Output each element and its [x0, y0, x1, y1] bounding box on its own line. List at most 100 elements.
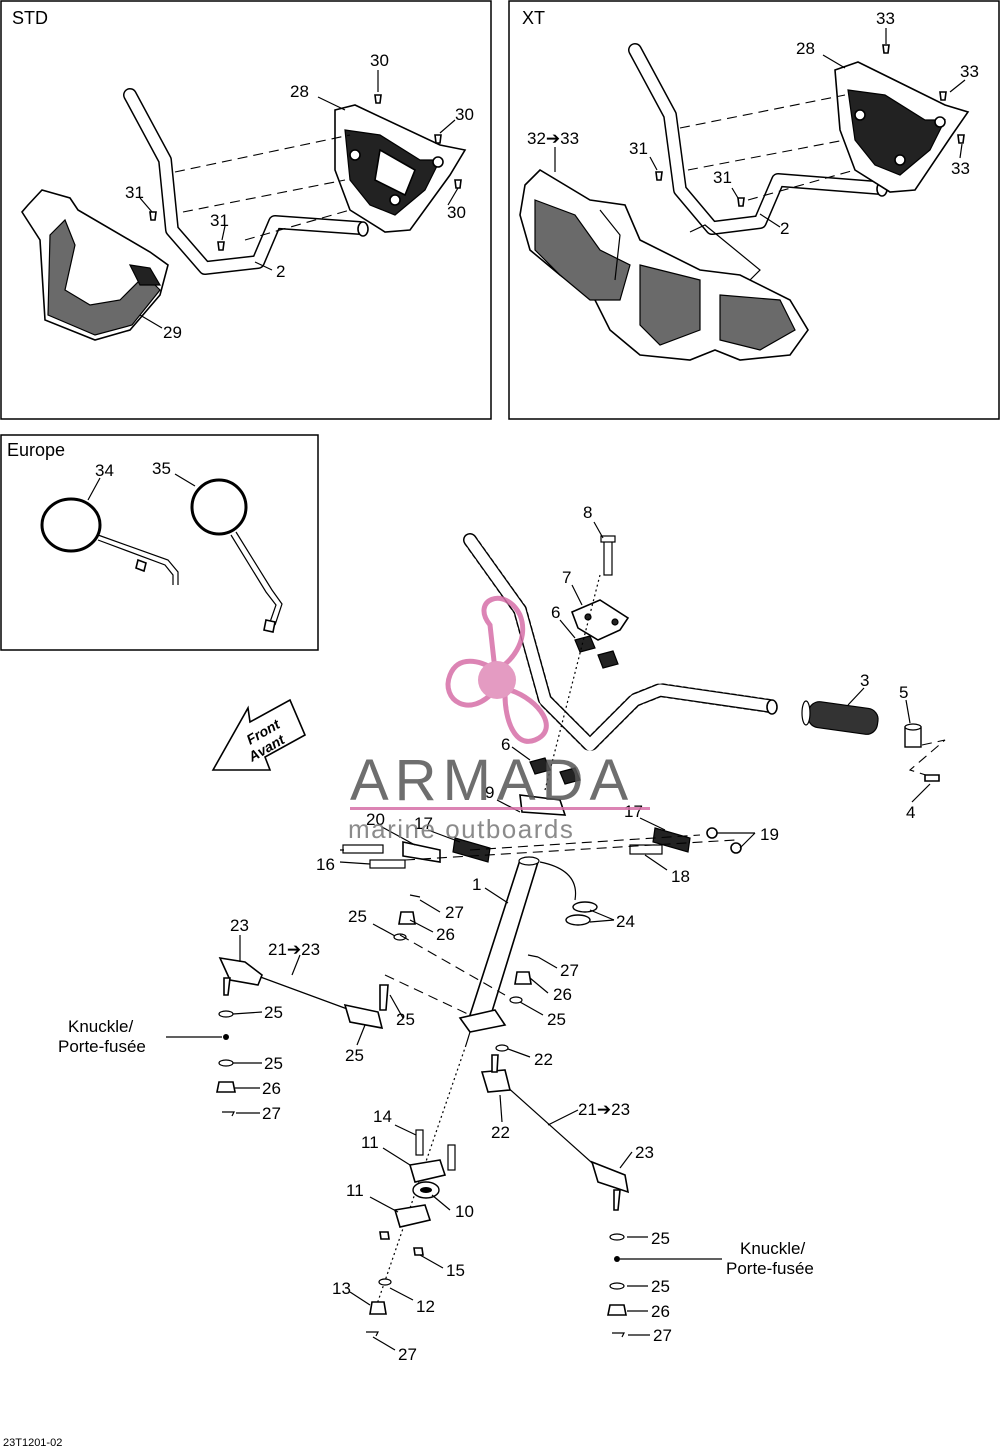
- callout: 6: [551, 603, 560, 622]
- callout: 19: [760, 825, 779, 844]
- grip: [801, 700, 879, 735]
- xt-leaders: [554, 28, 966, 228]
- callout: 23: [635, 1143, 654, 1162]
- callout: 33: [951, 159, 970, 178]
- callout: 17: [414, 814, 433, 833]
- callout: 31: [713, 168, 732, 187]
- mirror-right: [190, 478, 283, 633]
- xt-panel: XT: [508, 0, 1000, 420]
- knuckle-text: Knuckle/: [68, 1017, 133, 1036]
- callout: 29: [163, 323, 182, 342]
- callout: 27: [653, 1326, 672, 1345]
- leader: [539, 861, 577, 901]
- bushing-ring: [565, 914, 591, 926]
- callout: 28: [290, 82, 309, 101]
- callout: 3: [860, 671, 869, 690]
- bar-end-screw: [924, 774, 940, 782]
- callout: 33: [876, 9, 895, 28]
- xt-alignment-lines: [679, 94, 856, 281]
- std-leaders: [139, 70, 459, 329]
- callout: 26: [651, 1302, 670, 1321]
- callout: 26: [436, 925, 455, 944]
- alignment-line: [399, 934, 506, 996]
- watermark-tagline: marine outboards: [348, 814, 574, 844]
- callout: 8: [583, 503, 592, 522]
- std-hand-guard: [334, 104, 467, 233]
- callout: 27: [398, 1345, 417, 1364]
- std-screws: [149, 94, 462, 251]
- knuckle-text: Porte-fusée: [726, 1259, 814, 1278]
- callout: 34: [95, 461, 114, 480]
- xt-panel-title: XT: [522, 8, 545, 28]
- europe-panel: Europe 34 35: [0, 434, 319, 651]
- knuckle-label-left: Knuckle/ Porte-fusée: [58, 1017, 222, 1056]
- callout: 14: [373, 1107, 392, 1126]
- callout: 27: [445, 903, 464, 922]
- callout: 15: [446, 1261, 465, 1280]
- callout: 35: [152, 459, 171, 478]
- callout: 6: [501, 735, 510, 754]
- callout: 10: [455, 1202, 474, 1221]
- callout: 33: [960, 62, 979, 81]
- callout: 25: [547, 1010, 566, 1029]
- callout: 2: [780, 219, 789, 238]
- bearing-stack: [366, 1044, 467, 1337]
- xt-callouts: 33 28 33 32➔33 31 31 33 2: [527, 9, 979, 238]
- callout: 5: [899, 683, 908, 702]
- callout: 21➔23: [578, 1100, 630, 1119]
- callout: 25: [345, 1046, 364, 1065]
- mirror-left: [40, 497, 179, 585]
- callout: 20: [366, 810, 385, 829]
- clamp-half: [597, 650, 619, 669]
- callout: 27: [262, 1104, 281, 1123]
- bolt: [600, 535, 616, 576]
- support-brackets: [342, 827, 742, 869]
- leader: [174, 473, 196, 487]
- figure-id: 23T1201-02: [3, 1437, 62, 1449]
- callout: 12: [416, 1297, 435, 1316]
- callout: 28: [796, 39, 815, 58]
- callout: 2: [276, 262, 285, 281]
- steering-column: [458, 574, 601, 1046]
- watermark-brand: ARMADA: [350, 748, 634, 813]
- right-tie-rod: [480, 1054, 630, 1211]
- main-callouts: 8 7 6 3 5 6 4 9 17 20 17 19 16 18 1 27 2…: [230, 503, 915, 1364]
- callout: 7: [562, 568, 571, 587]
- std-callouts: 30 28 30 31 31 2 30 29: [125, 51, 474, 342]
- std-alignment-lines: [174, 134, 351, 241]
- europe-panel-title: Europe: [7, 440, 65, 460]
- callout: 25: [264, 1003, 283, 1022]
- knuckle-label-right: Knuckle/ Porte-fusée: [620, 1239, 814, 1278]
- callout: 22: [534, 1050, 553, 1069]
- xt-cover: [519, 168, 809, 361]
- std-handlebar: [123, 88, 369, 275]
- callout: 25: [396, 1010, 415, 1029]
- std-panel: STD: [0, 0, 492, 420]
- callout: 4: [906, 803, 915, 822]
- callout: 30: [455, 105, 474, 124]
- std-panel-title: STD: [12, 8, 48, 28]
- callout: 31: [629, 139, 648, 158]
- callout: 24: [616, 912, 635, 931]
- upper-clamp: [570, 599, 630, 641]
- callout: 30: [447, 203, 466, 222]
- callout: 16: [316, 855, 335, 874]
- knuckle-text: Knuckle/: [740, 1239, 805, 1258]
- callout: 26: [262, 1079, 281, 1098]
- main-handlebar: [463, 533, 778, 752]
- callout: 25: [651, 1277, 670, 1296]
- callout: 1: [472, 875, 481, 894]
- callout: 23: [230, 916, 249, 935]
- xt-screws: [655, 44, 965, 207]
- callout: 26: [553, 985, 572, 1004]
- callout: 11: [346, 1181, 364, 1200]
- callout: 25: [651, 1229, 670, 1248]
- callout: 32➔33: [527, 129, 579, 148]
- callout: 22: [491, 1123, 510, 1142]
- callout: 25: [264, 1054, 283, 1073]
- small-hardware: [216, 894, 627, 1338]
- front-direction-arrow: Front Avant: [211, 698, 307, 771]
- callout: 21➔23: [268, 940, 320, 959]
- bar-end-alignment: [908, 739, 946, 779]
